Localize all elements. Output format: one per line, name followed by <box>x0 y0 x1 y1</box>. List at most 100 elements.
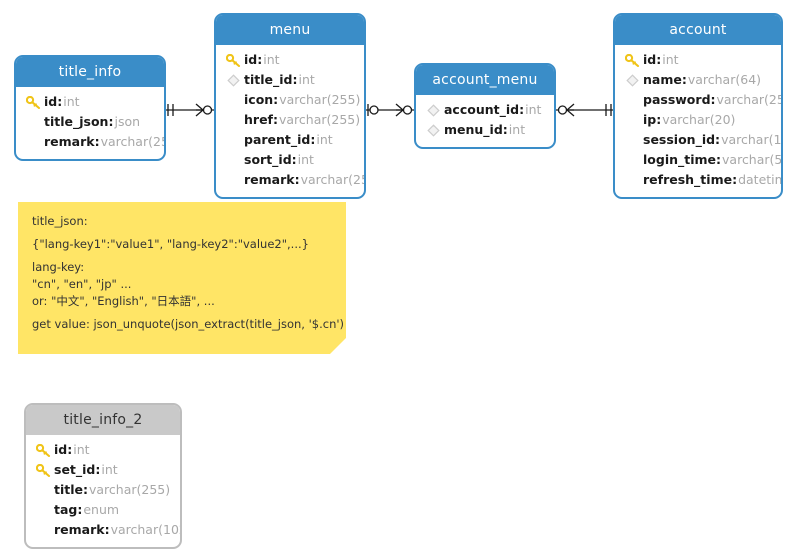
field-name: ip: <box>643 112 662 127</box>
key-icon <box>623 52 641 68</box>
field-row[interactable]: icon: varchar(255) <box>216 90 364 110</box>
field-type: varchar(1024) <box>110 522 180 537</box>
field-row[interactable]: set_id: int <box>26 460 180 480</box>
field-name: login_time: <box>643 152 722 167</box>
field-row[interactable]: remark: varchar(1024) <box>26 520 180 540</box>
field-name: title_json: <box>44 114 114 129</box>
field-type: datetime <box>738 172 781 187</box>
field-row[interactable]: id: int <box>216 50 364 70</box>
field-type: varchar(255) <box>278 112 361 127</box>
field-type: varchar(255) <box>716 92 781 107</box>
diamond-icon <box>424 102 442 118</box>
field-type: enum <box>83 502 120 517</box>
field-type: int <box>525 102 542 117</box>
field-name: tag: <box>54 502 83 517</box>
field-row[interactable]: account_id: int <box>416 100 554 120</box>
field-row[interactable]: id: int <box>615 50 781 70</box>
field-row[interactable]: tag: enum <box>26 500 180 520</box>
field-name: name: <box>643 72 687 87</box>
field-row[interactable]: sort_id: int <box>216 150 364 170</box>
field-type: int <box>662 52 679 67</box>
field-type: varchar(50) <box>722 152 783 167</box>
field-row[interactable]: refresh_time: datetime <box>615 170 781 190</box>
field-type: int <box>316 132 333 147</box>
field-name: href: <box>244 112 278 127</box>
entity-title-account_menu: account_menu <box>416 65 554 95</box>
field-type: varchar(255) <box>100 134 164 149</box>
diamond-icon <box>426 103 440 117</box>
note-line: get value: json_unquote(json_extract(tit… <box>32 317 345 331</box>
field-name: account_id: <box>444 102 525 117</box>
field-name: id: <box>54 442 73 457</box>
diamond-icon <box>625 73 639 87</box>
entity-title-title_info_2: title_info_2 <box>26 405 180 435</box>
field-type: int <box>298 72 315 87</box>
field-name: menu_id: <box>444 122 508 137</box>
field-row[interactable]: session_id: varchar(100) <box>615 130 781 150</box>
field-type: varchar(255) <box>300 172 364 187</box>
note-title_json-note[interactable]: title_json:{"lang-key1":"value1", "lang-… <box>18 202 346 354</box>
field-row[interactable]: title_json: json <box>16 112 164 132</box>
diamond-icon <box>623 72 641 88</box>
key-icon <box>35 463 50 477</box>
diamond-icon <box>424 122 442 138</box>
field-type: int <box>508 122 526 137</box>
field-type: int <box>63 94 80 109</box>
entity-title-title_info: title_info <box>16 57 164 87</box>
key-icon <box>34 442 52 458</box>
field-name: remark: <box>54 522 110 537</box>
field-name: remark: <box>44 134 100 149</box>
field-name: title: <box>54 482 88 497</box>
relationship-account_menu-account[interactable] <box>556 103 613 117</box>
field-row[interactable]: name: varchar(64) <box>615 70 781 90</box>
field-row[interactable]: title_id: int <box>216 70 364 90</box>
field-row[interactable]: href: varchar(255) <box>216 110 364 130</box>
field-row[interactable]: id: int <box>26 440 180 460</box>
field-type: varchar(20) <box>662 112 736 127</box>
field-type: varchar(100) <box>721 132 782 147</box>
field-name: id: <box>44 94 63 109</box>
diamond-icon <box>226 73 240 87</box>
field-name: set_id: <box>54 462 101 477</box>
key-icon <box>25 95 40 109</box>
field-name: password: <box>643 92 716 107</box>
field-row[interactable]: remark: varchar(255) <box>216 170 364 190</box>
note-fold-corner-icon <box>330 338 346 354</box>
field-row[interactable]: parent_id: int <box>216 130 364 150</box>
key-icon <box>35 443 50 457</box>
note-line: {"lang-key1":"value1", "lang-key2":"valu… <box>32 237 309 251</box>
note-line: or: "中文", "English", "日本語", ... <box>32 294 215 308</box>
diamond-icon <box>426 123 440 137</box>
field-type: json <box>114 114 141 129</box>
diamond-icon <box>224 72 242 88</box>
relationship-title_info-menu[interactable] <box>166 103 214 117</box>
field-row[interactable]: login_time: varchar(50) <box>615 150 781 170</box>
field-name: id: <box>643 52 662 67</box>
field-name: id: <box>244 52 263 67</box>
field-name: title_id: <box>244 72 298 87</box>
field-type: int <box>73 442 90 457</box>
field-row[interactable]: title: varchar(255) <box>26 480 180 500</box>
relationship-menu-account_menu[interactable] <box>366 103 414 117</box>
field-row[interactable]: password: varchar(255) <box>615 90 781 110</box>
field-row[interactable]: ip: varchar(20) <box>615 110 781 130</box>
field-type: int <box>263 52 280 67</box>
field-row[interactable]: id: int <box>16 92 164 112</box>
entity-title-account: account <box>615 15 781 45</box>
field-name: parent_id: <box>244 132 316 147</box>
field-row[interactable]: remark: varchar(255) <box>16 132 164 152</box>
key-icon <box>225 53 240 67</box>
field-row[interactable]: menu_id: int <box>416 120 554 140</box>
